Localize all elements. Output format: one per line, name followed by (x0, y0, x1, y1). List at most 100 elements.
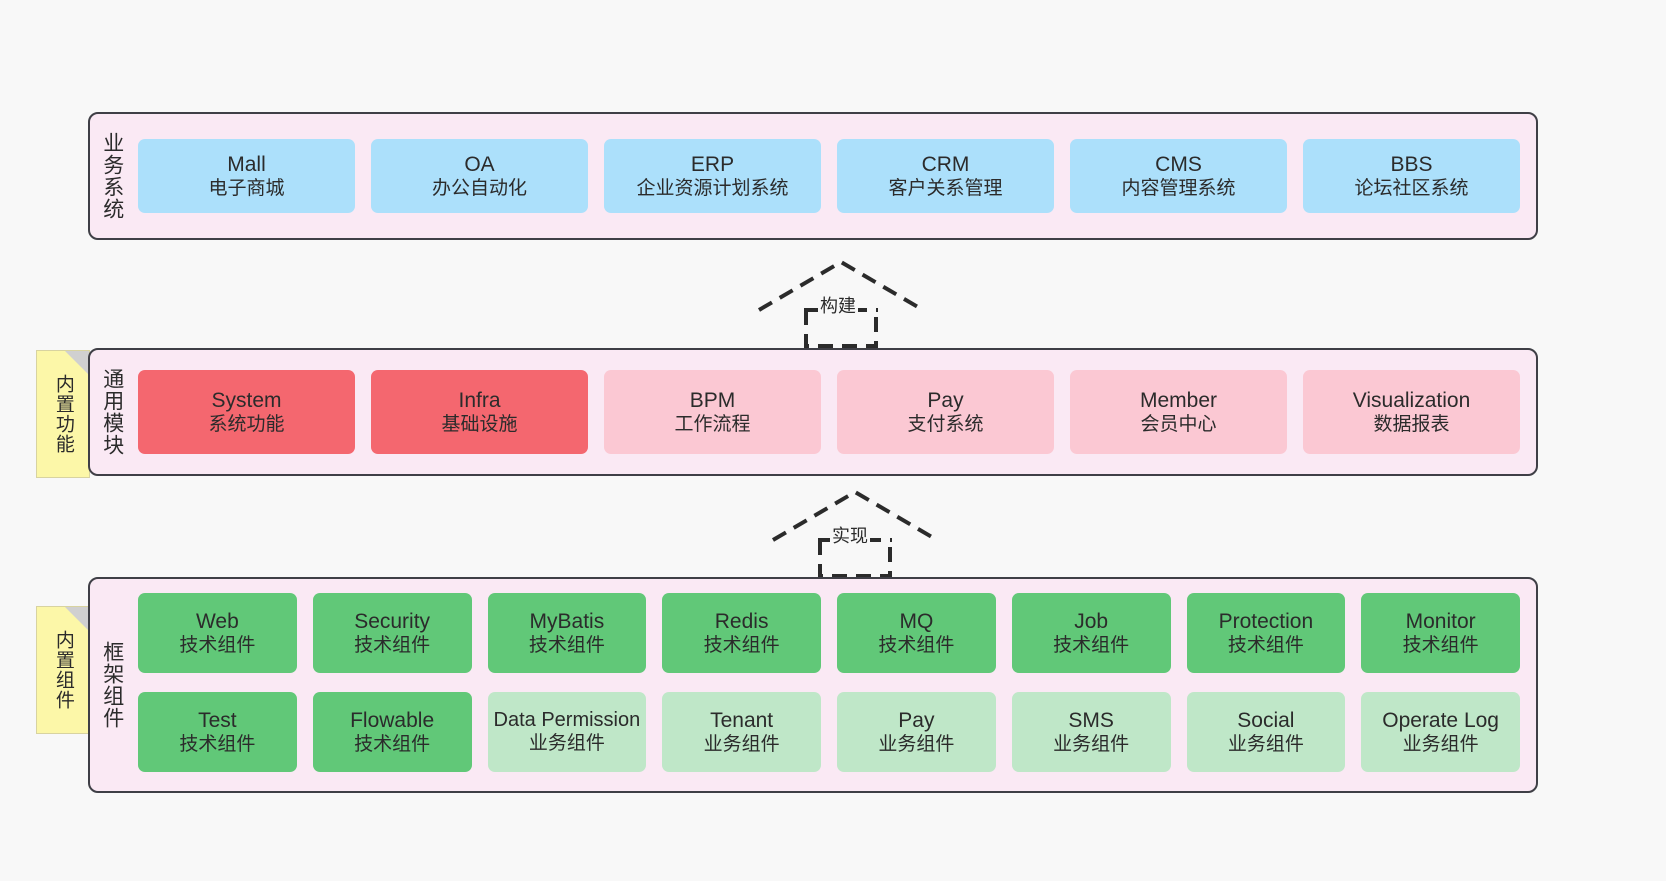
card-social-cn: 业务组件 (1227, 734, 1304, 756)
card-monitor-en: Monitor (1405, 609, 1476, 633)
card-flowable-en: Flowable (350, 708, 435, 732)
card-protection-en: Protection (1218, 609, 1314, 633)
layer-business-system-cards: Mall 电子商城 OA 办公自动化 ERP 企业资源计划系统 CRM 客户关系… (134, 114, 1536, 238)
note-builtin-component-label: 内置组件 (52, 630, 74, 710)
connector-implement-arrow: 实现 (770, 488, 940, 578)
card-mall[interactable]: Mall 电子商城 (138, 139, 355, 213)
card-mall-en: Mall (227, 152, 266, 176)
card-social[interactable]: Social 业务组件 (1186, 692, 1346, 772)
card-infra[interactable]: Infra 基础设施 (371, 370, 588, 454)
card-erp-en: ERP (690, 152, 735, 176)
layer-common-module-cards: System 系统功能 Infra 基础设施 BPM 工作流程 Pay 支付系统… (134, 350, 1536, 474)
layer-framework-component: 框架组件 Web 技术组件 Security 技术组件 MyBatis 技术组件… (88, 577, 1538, 793)
card-tenant-en: Tenant (710, 708, 774, 732)
card-job-cn: 技术组件 (1053, 635, 1130, 657)
card-data-permission-cn: 业务组件 (528, 732, 605, 754)
card-operate-log[interactable]: Operate Log 业务组件 (1361, 692, 1520, 772)
card-mybatis-en: MyBatis (529, 609, 605, 633)
card-member-en: Member (1139, 388, 1218, 412)
card-test-cn: 技术组件 (179, 734, 256, 756)
card-pay-component[interactable]: Pay 业务组件 (837, 692, 996, 772)
card-oa[interactable]: OA 办公自动化 (371, 139, 588, 213)
card-bbs-en: BBS (1390, 152, 1433, 176)
layer-framework-component-cards: Web 技术组件 Security 技术组件 MyBatis 技术组件 Redi… (134, 579, 1536, 791)
card-mybatis[interactable]: MyBatis 技术组件 (487, 593, 647, 673)
card-test-en: Test (198, 708, 237, 732)
card-bbs[interactable]: BBS 论坛社区系统 (1303, 139, 1520, 213)
card-pay-module-en: Pay (927, 388, 964, 412)
card-crm[interactable]: CRM 客户关系管理 (837, 139, 1054, 213)
card-system-cn: 系统功能 (208, 414, 285, 436)
card-flowable-cn: 技术组件 (354, 734, 431, 756)
layer-business-system: 业务系统 Mall 电子商城 OA 办公自动化 ERP 企业资源计划系统 CRM… (88, 112, 1538, 240)
card-operate-log-cn: 业务组件 (1402, 734, 1479, 756)
connector-implement-label: 实现 (830, 522, 870, 548)
card-test[interactable]: Test 技术组件 (138, 692, 297, 772)
card-security-cn: 技术组件 (354, 635, 431, 657)
card-redis-cn: 技术组件 (703, 635, 780, 657)
card-web-en: Web (195, 609, 239, 633)
card-tenant-cn: 业务组件 (703, 734, 780, 756)
card-visualization-cn: 数据报表 (1373, 414, 1450, 436)
card-flowable[interactable]: Flowable 技术组件 (312, 692, 472, 772)
card-infra-cn: 基础设施 (441, 414, 518, 436)
card-security-en: Security (354, 609, 431, 633)
card-visualization[interactable]: Visualization 数据报表 (1303, 370, 1520, 454)
card-cms[interactable]: CMS 内容管理系统 (1070, 139, 1287, 213)
layer-common-module: 通用模块 System 系统功能 Infra 基础设施 BPM 工作流程 Pay… (88, 348, 1538, 476)
card-pay-component-en: Pay (898, 708, 935, 732)
card-sms-en: SMS (1068, 708, 1114, 732)
card-redis[interactable]: Redis 技术组件 (662, 593, 821, 673)
card-system-en: System (211, 388, 282, 412)
framework-row-technical: Web 技术组件 Security 技术组件 MyBatis 技术组件 Redi… (138, 593, 1520, 678)
card-bpm-en: BPM (689, 388, 736, 412)
card-bbs-cn: 论坛社区系统 (1354, 178, 1469, 200)
card-data-permission[interactable]: Data Permission 业务组件 (487, 692, 647, 772)
framework-row-business: Test 技术组件 Flowable 技术组件 Data Permission … (138, 692, 1520, 777)
card-member-cn: 会员中心 (1140, 414, 1217, 436)
card-protection[interactable]: Protection 技术组件 (1186, 593, 1346, 673)
card-pay-component-cn: 业务组件 (878, 734, 955, 756)
card-monitor-cn: 技术组件 (1402, 635, 1479, 657)
note-builtin-function: 内置功能 (36, 350, 90, 478)
note-builtin-component: 内置组件 (36, 606, 90, 734)
connector-build-arrow: 构建 (756, 258, 926, 348)
layer-common-module-title: 通用模块 (100, 368, 124, 456)
card-cms-cn: 内容管理系统 (1121, 178, 1236, 200)
card-monitor[interactable]: Monitor 技术组件 (1361, 593, 1520, 673)
card-mq-cn: 技术组件 (878, 635, 955, 657)
card-sms[interactable]: SMS 业务组件 (1011, 692, 1171, 772)
connector-build-label: 构建 (818, 292, 858, 318)
card-operate-log-en: Operate Log (1382, 708, 1499, 732)
card-mq[interactable]: MQ 技术组件 (837, 593, 996, 673)
card-sms-cn: 业务组件 (1053, 734, 1130, 756)
card-web-cn: 技术组件 (179, 635, 256, 657)
card-mall-cn: 电子商城 (208, 178, 285, 200)
card-oa-cn: 办公自动化 (431, 178, 527, 200)
card-erp-cn: 企业资源计划系统 (636, 178, 789, 200)
card-infra-en: Infra (458, 388, 501, 412)
card-visualization-en: Visualization (1352, 388, 1471, 412)
card-mybatis-cn: 技术组件 (528, 635, 605, 657)
card-crm-en: CRM (921, 152, 970, 176)
card-tenant[interactable]: Tenant 业务组件 (662, 692, 821, 772)
card-cms-en: CMS (1155, 152, 1202, 176)
card-pay-module[interactable]: Pay 支付系统 (837, 370, 1054, 454)
layer-framework-component-title: 框架组件 (100, 641, 124, 729)
card-system[interactable]: System 系统功能 (138, 370, 355, 454)
card-web[interactable]: Web 技术组件 (138, 593, 297, 673)
note-builtin-function-label: 内置功能 (52, 374, 74, 454)
card-crm-cn: 客户关系管理 (888, 178, 1003, 200)
card-job-en: Job (1074, 609, 1109, 633)
card-security[interactable]: Security 技术组件 (312, 593, 472, 673)
card-redis-en: Redis (714, 609, 769, 633)
card-oa-en: OA (464, 152, 495, 176)
card-bpm-cn: 工作流程 (674, 414, 751, 436)
card-erp[interactable]: ERP 企业资源计划系统 (604, 139, 821, 213)
layer-business-system-title: 业务系统 (100, 132, 124, 220)
card-bpm[interactable]: BPM 工作流程 (604, 370, 821, 454)
card-job[interactable]: Job 技术组件 (1011, 593, 1171, 673)
card-member[interactable]: Member 会员中心 (1070, 370, 1287, 454)
card-protection-cn: 技术组件 (1227, 635, 1304, 657)
